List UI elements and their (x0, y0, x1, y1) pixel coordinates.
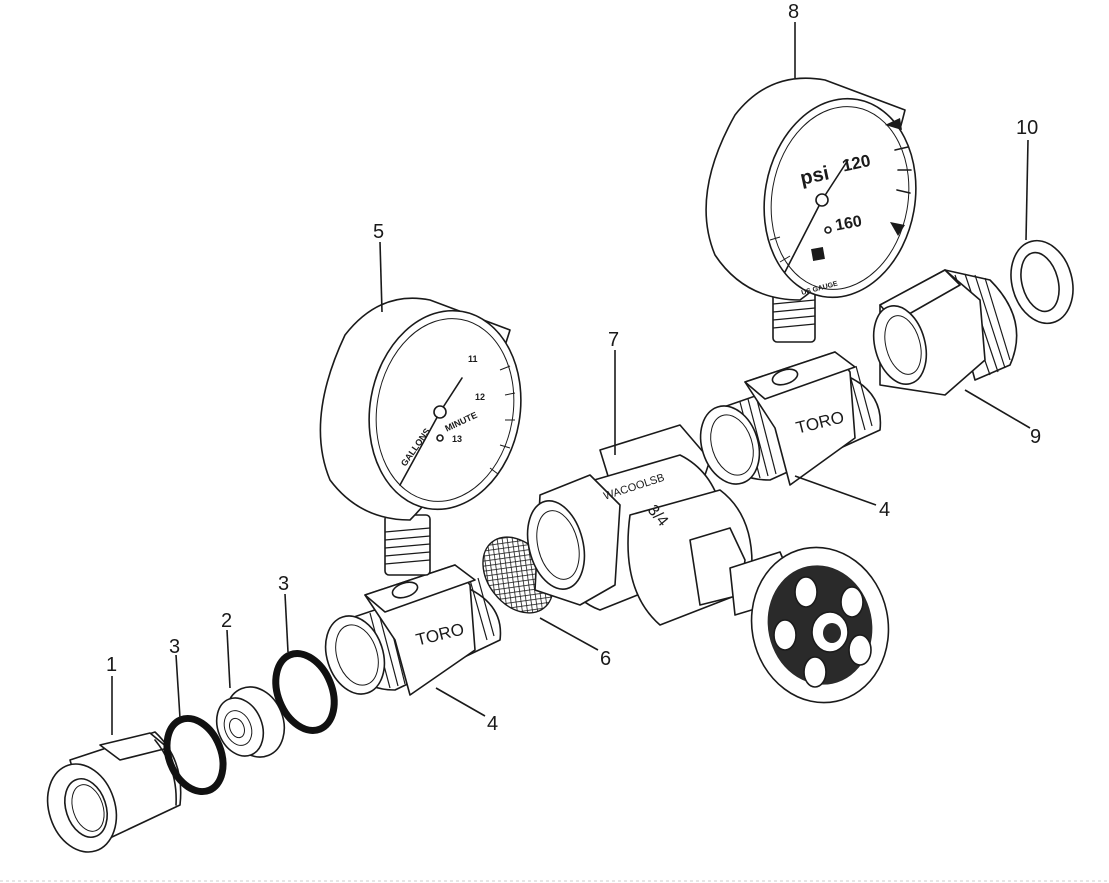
pressure-gauge-ticks (769, 118, 912, 263)
part-4-adapter-right: TORO (699, 351, 882, 486)
leader-lines (111, 22, 1031, 735)
callout-numbers: 1 2 3 3 4 4 5 6 7 8 9 10 (106, 1, 1041, 735)
flow-gauge-stem-threads (384, 527, 431, 565)
callout-2: 2 (221, 610, 232, 632)
callout-3-left: 3 (169, 636, 180, 658)
callout-7: 7 (608, 329, 619, 351)
callout-3-right: 3 (278, 573, 289, 595)
part-9-swivel-coupling (872, 269, 1018, 396)
part-5-flow-gauge: 11 12 13 GALLONS MINUTE (319, 297, 522, 576)
callout-6: 6 (600, 648, 611, 670)
part-4-adapter-left: TORO (324, 564, 502, 696)
part-7-gate-valve: WACOOLSB 3/4 (526, 424, 890, 704)
part-3-o-ring-right (272, 650, 338, 734)
flow-gauge-ticks (489, 365, 516, 475)
gauge-maker-logo (811, 247, 825, 261)
part-3-o-ring-left (163, 714, 227, 796)
callout-1: 1 (106, 654, 117, 676)
callout-10: 10 (1016, 117, 1038, 139)
flow-gauge-scale-13: 13 (452, 434, 462, 444)
pressure-gauge-scale-160: 160 (834, 213, 863, 234)
pressure-gauge-stem-threads (772, 299, 816, 329)
callout-4-right: 4 (879, 499, 890, 521)
flow-gauge-scale-11: 11 (468, 354, 478, 364)
part-1-end-cap (46, 731, 182, 853)
callout-5: 5 (373, 221, 384, 243)
callout-9: 9 (1030, 426, 1041, 448)
adapter-left-threads (369, 577, 495, 689)
part-2-nozzle-insert (215, 686, 286, 758)
callout-8: 8 (788, 1, 799, 23)
valve-handwheel (750, 546, 890, 704)
part-10-washer (1010, 239, 1074, 325)
flow-gauge-scale-12: 12 (475, 392, 485, 402)
callout-4-left: 4 (487, 713, 498, 735)
part-8-pressure-gauge: psi 120 160 US GAUGE (705, 77, 917, 343)
